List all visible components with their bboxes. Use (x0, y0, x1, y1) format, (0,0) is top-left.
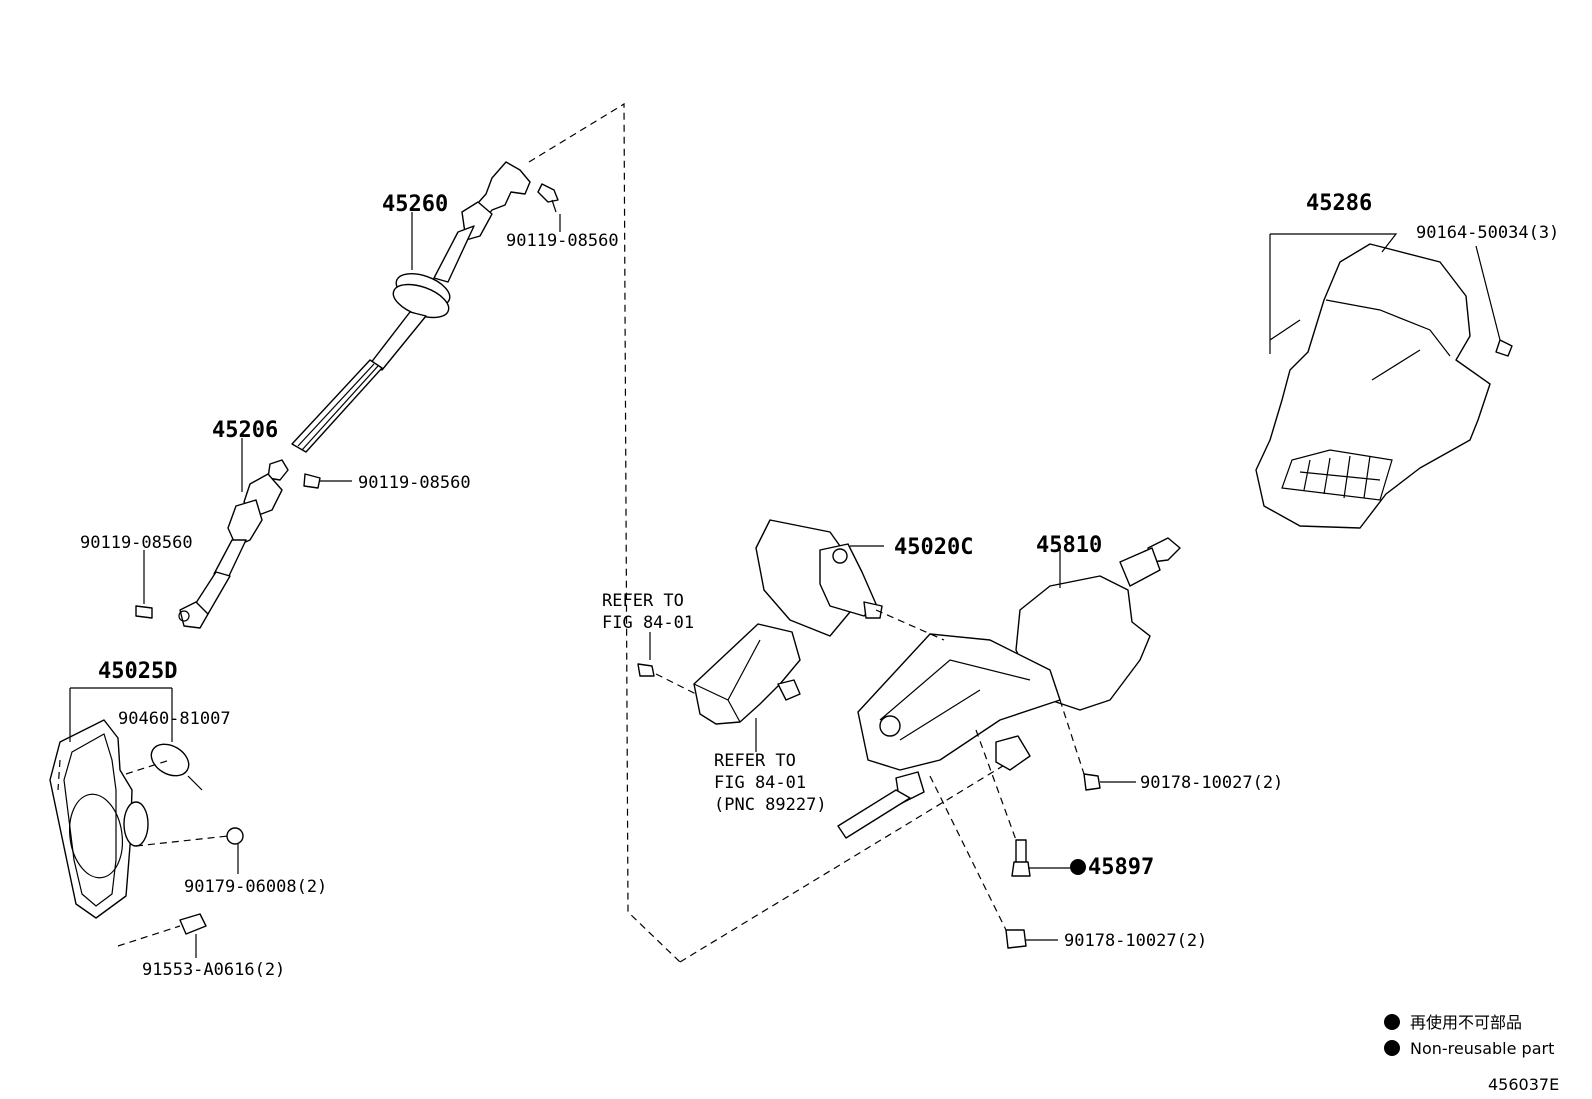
label-90119-mid: 90119-08560 (358, 473, 471, 493)
steering-column-assembly (837, 537, 1181, 839)
label-refer2-line1: REFER TO (714, 751, 796, 771)
legend-dot-japanese (1384, 1014, 1400, 1030)
label-90178-upper: 90178-10027(2) (1140, 773, 1283, 793)
group-part-labels: 45260 90119-08560 45206 90119-08560 9011… (80, 191, 1559, 980)
intermediate-shaft-assembly (291, 161, 531, 453)
label-91553: 91553-A0616(2) (142, 960, 285, 980)
legend: 再使用不可部品 Non-reusable part (1384, 1013, 1554, 1058)
label-90164: 90164-50034(3) (1416, 223, 1559, 243)
label-90460: 90460-81007 (118, 709, 231, 729)
label-45810: 45810 (1036, 533, 1102, 558)
non-reusable-dot-45897 (1070, 859, 1086, 875)
bolt-90119-top (537, 183, 559, 213)
legend-japanese-text: 再使用不可部品 (1410, 1013, 1522, 1032)
legend-english-text: Non-reusable part (1410, 1039, 1554, 1058)
steering-joint-assembly (178, 459, 289, 629)
label-refer1-line2: FIG 84-01 (602, 613, 694, 633)
label-refer2-line2: FIG 84-01 (714, 773, 806, 793)
bolt-90119-left (135, 605, 153, 619)
label-45286: 45286 (1306, 191, 1372, 216)
label-90179: 90179-06008(2) (184, 877, 327, 897)
bolt-91553 (179, 913, 207, 935)
steering-control-unit (693, 623, 801, 725)
hole-cover-assembly (49, 719, 203, 919)
steering-lock-assembly (755, 519, 883, 637)
label-45025D: 45025D (98, 659, 177, 684)
bolt-45897 (1011, 839, 1031, 877)
group-leader-lines (69, 212, 1501, 958)
bolt-90119-mid (303, 473, 321, 489)
bolt-90179 (226, 827, 244, 845)
label-90119-left: 90119-08560 (80, 533, 193, 553)
label-45897: 45897 (1088, 855, 1154, 880)
label-45260: 45260 (382, 192, 448, 217)
nut-90178-upper (1083, 773, 1101, 791)
column-cover-assembly (1255, 243, 1491, 529)
label-90178-lower: 90178-10027(2) (1064, 931, 1207, 951)
label-90119-top: 90119-08560 (506, 231, 619, 251)
screw-refer-fig (637, 663, 655, 677)
label-45206: 45206 (212, 418, 278, 443)
nut-90178-lower (1005, 929, 1027, 949)
group-dashed-leaders (57, 609, 1085, 947)
figure-id: 456037E (1488, 1075, 1559, 1094)
screw-90164 (1495, 339, 1513, 357)
label-45020C: 45020C (894, 535, 973, 560)
legend-dot-english (1384, 1040, 1400, 1056)
group-boundary-dashed-line (528, 102, 1017, 963)
label-refer2-line3: (PNC 89227) (714, 795, 827, 815)
label-refer1-line1: REFER TO (602, 591, 684, 611)
